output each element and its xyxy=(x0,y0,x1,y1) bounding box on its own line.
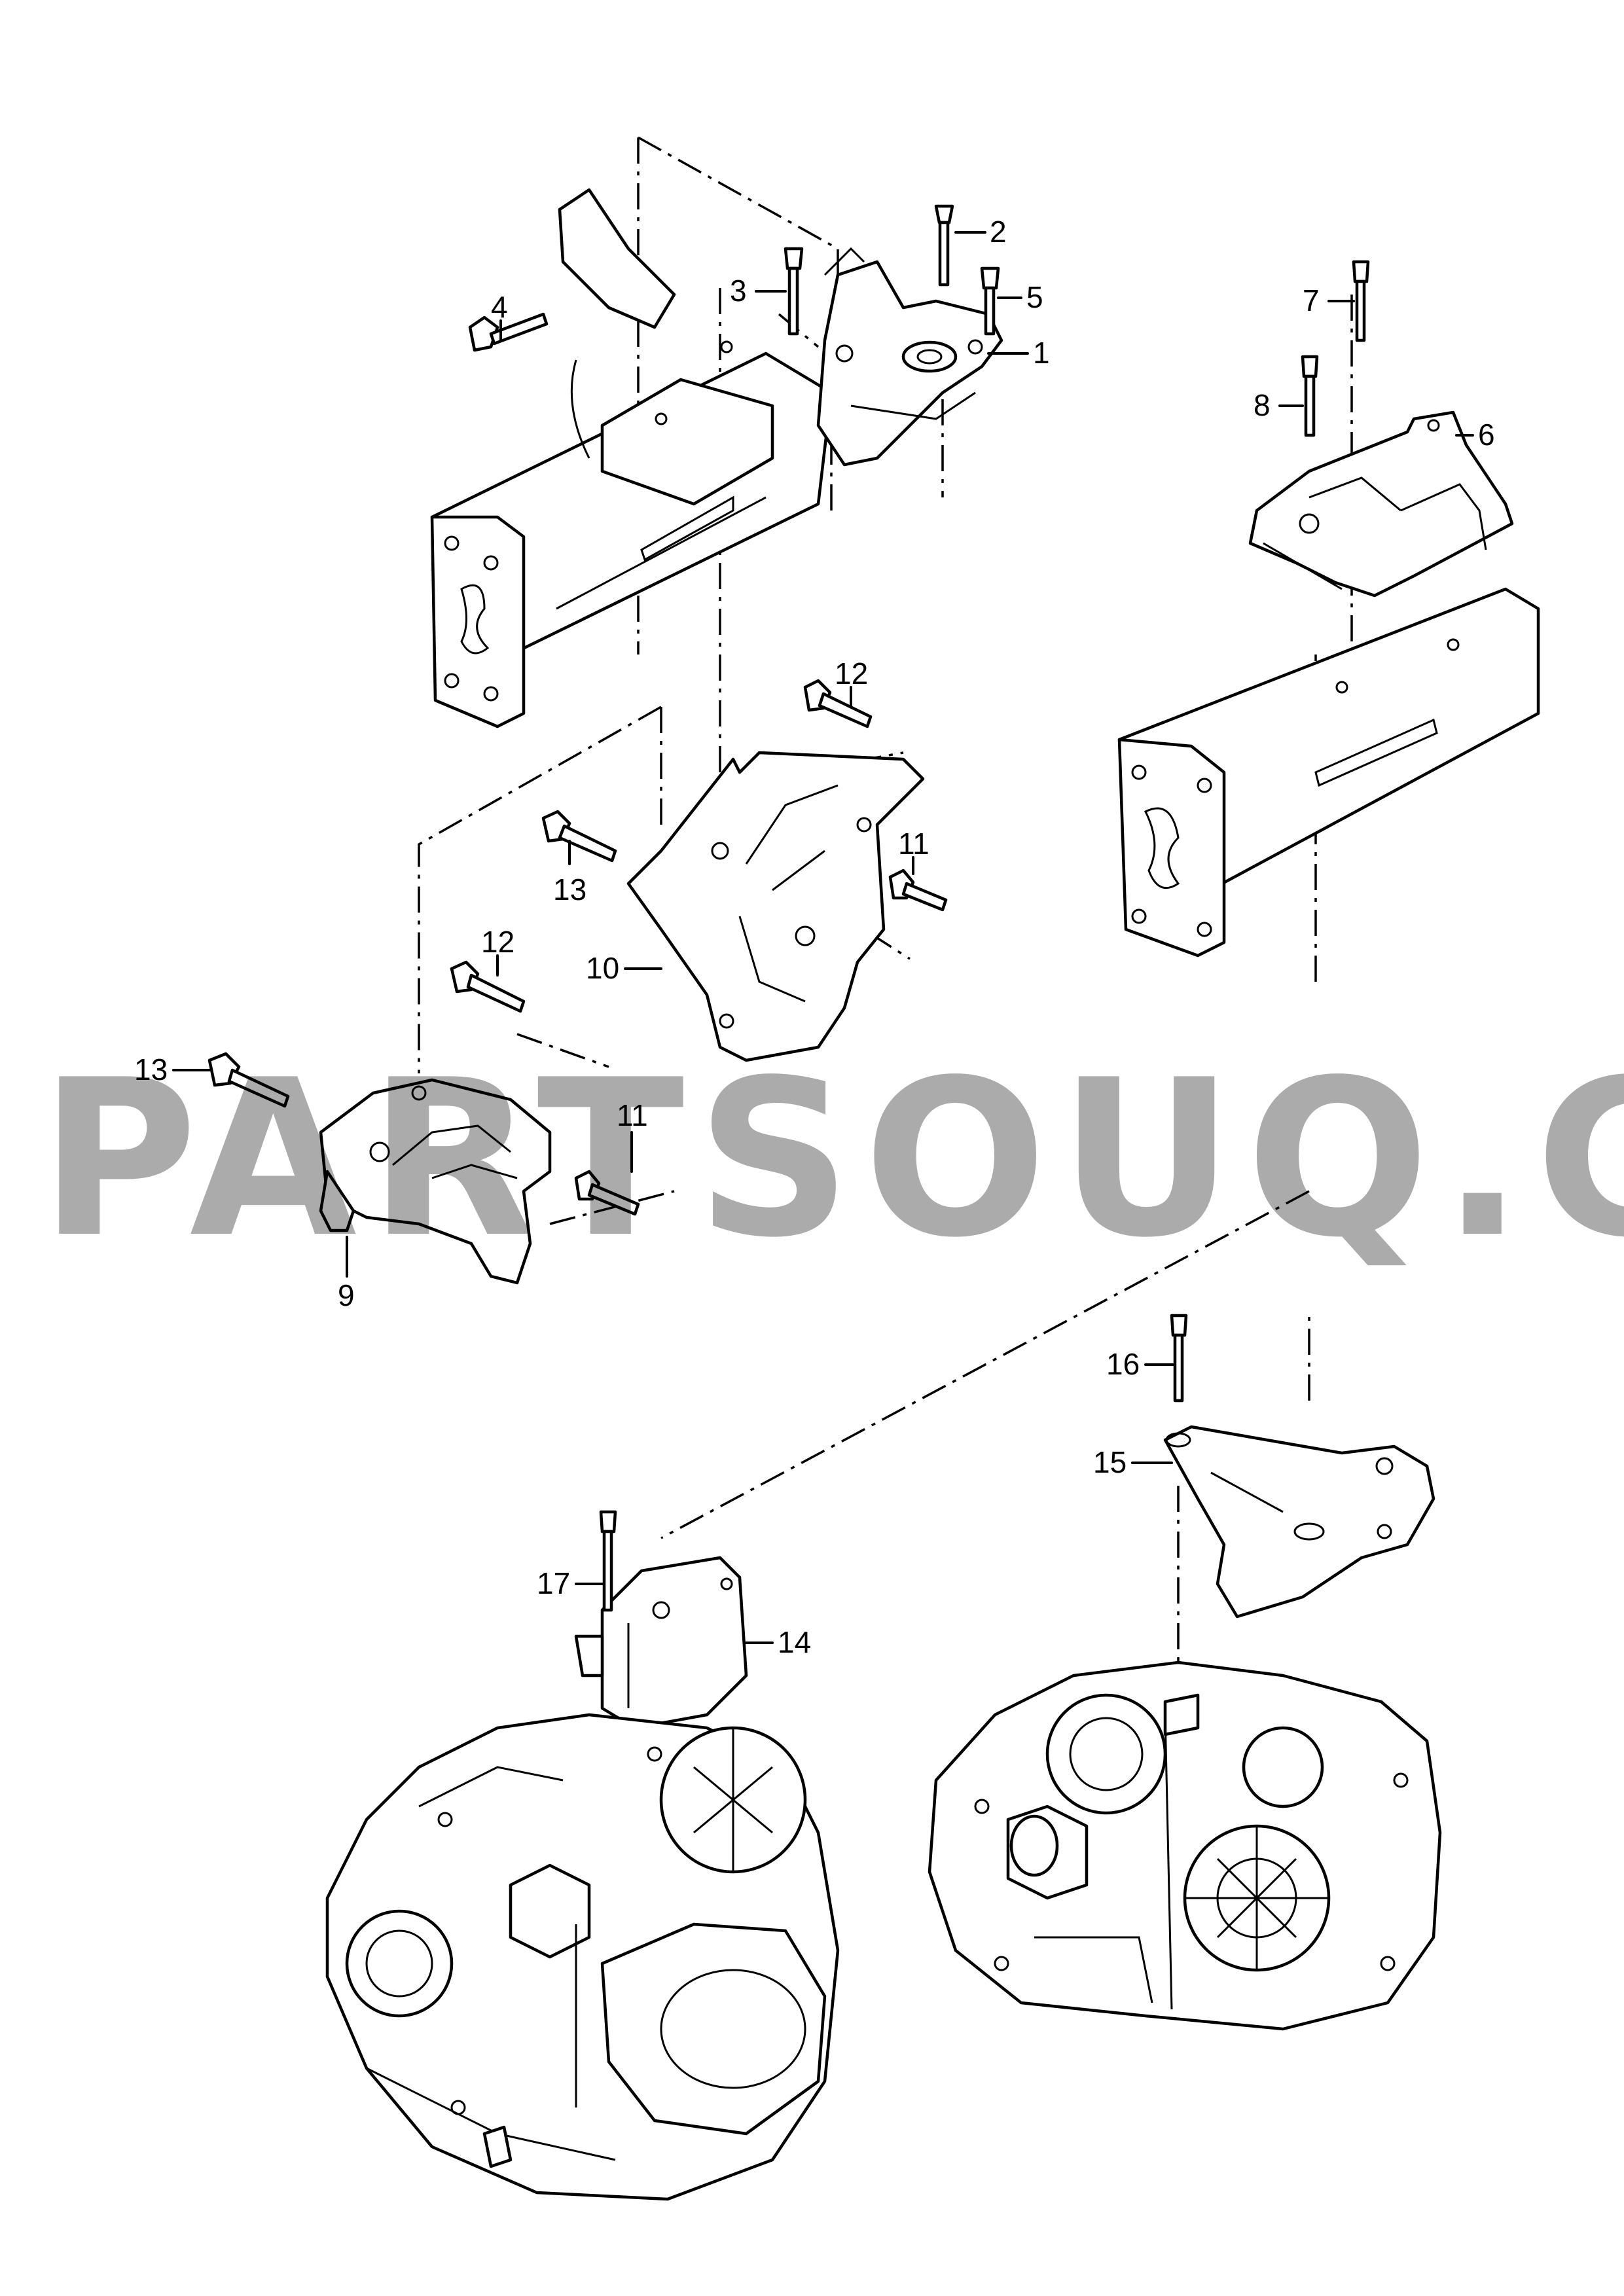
callout-9[interactable]: 9 xyxy=(338,1278,355,1312)
callout-2[interactable]: 2 xyxy=(990,215,1007,249)
bracket-14 xyxy=(574,1556,748,1730)
callout-6[interactable]: 6 xyxy=(1478,418,1495,452)
callout-17[interactable]: 17 xyxy=(537,1566,570,1600)
callout-4[interactable]: 4 xyxy=(491,290,508,324)
callout-14[interactable]: 14 xyxy=(778,1625,811,1659)
left-subframe xyxy=(430,188,833,728)
callout-12-lower[interactable]: 12 xyxy=(481,925,514,959)
bolt-13-lower xyxy=(208,1052,290,1108)
callout-5[interactable]: 5 xyxy=(1026,280,1043,314)
manual-transmission xyxy=(325,1713,840,2201)
bolt-2 xyxy=(934,204,954,287)
bolts-top xyxy=(468,204,1000,352)
engine-mount-1 xyxy=(816,247,1003,467)
bolt-8 xyxy=(1301,355,1319,437)
callout-8[interactable]: 8 xyxy=(1254,388,1271,422)
dsg-transmission xyxy=(928,1660,1442,2031)
callout-3[interactable]: 3 xyxy=(730,274,747,308)
callout-11-lower[interactable]: 11 xyxy=(617,1098,648,1132)
right-subframe xyxy=(1117,587,1540,958)
bolt-11-upper xyxy=(888,869,948,912)
bolt-12-lower xyxy=(450,960,526,1013)
callout-11-upper[interactable]: 11 xyxy=(898,827,929,861)
transmission-mount-6 xyxy=(1248,410,1514,598)
bolts-right xyxy=(1301,260,1370,437)
watermark-text: PARTSOUQ.COM xyxy=(39,1033,1624,1285)
callout-12-upper[interactable]: 12 xyxy=(835,656,868,691)
bolt-16 xyxy=(1170,1314,1188,1403)
bolt-5 xyxy=(980,266,1000,336)
callout-labels: 1 2 3 4 5 6 7 8 9 10 11 11 12 12 13 13 1… xyxy=(134,215,1495,1659)
bolts-middle xyxy=(208,679,948,1216)
callout-13-lower[interactable]: 13 xyxy=(134,1052,168,1086)
callout-16[interactable]: 16 xyxy=(1106,1347,1140,1381)
bracket-10 xyxy=(626,751,925,1062)
bolt-12-upper xyxy=(803,679,873,728)
callout-15[interactable]: 15 xyxy=(1093,1445,1127,1479)
callout-10[interactable]: 10 xyxy=(586,951,619,985)
bolt-11-lower xyxy=(574,1170,640,1216)
callout-7[interactable]: 7 xyxy=(1303,283,1320,317)
bolt-17 xyxy=(599,1510,617,1612)
callout-1[interactable]: 1 xyxy=(1033,336,1050,370)
bracket-15 xyxy=(1163,1425,1435,1619)
bracket-9 xyxy=(319,1078,552,1285)
leader-lines xyxy=(172,231,1474,1644)
bolt-13-upper xyxy=(541,810,617,863)
callout-13-upper[interactable]: 13 xyxy=(553,872,586,906)
bolt-7 xyxy=(1352,260,1370,342)
bolt-4 xyxy=(468,312,549,352)
bolt-3 xyxy=(784,247,804,336)
